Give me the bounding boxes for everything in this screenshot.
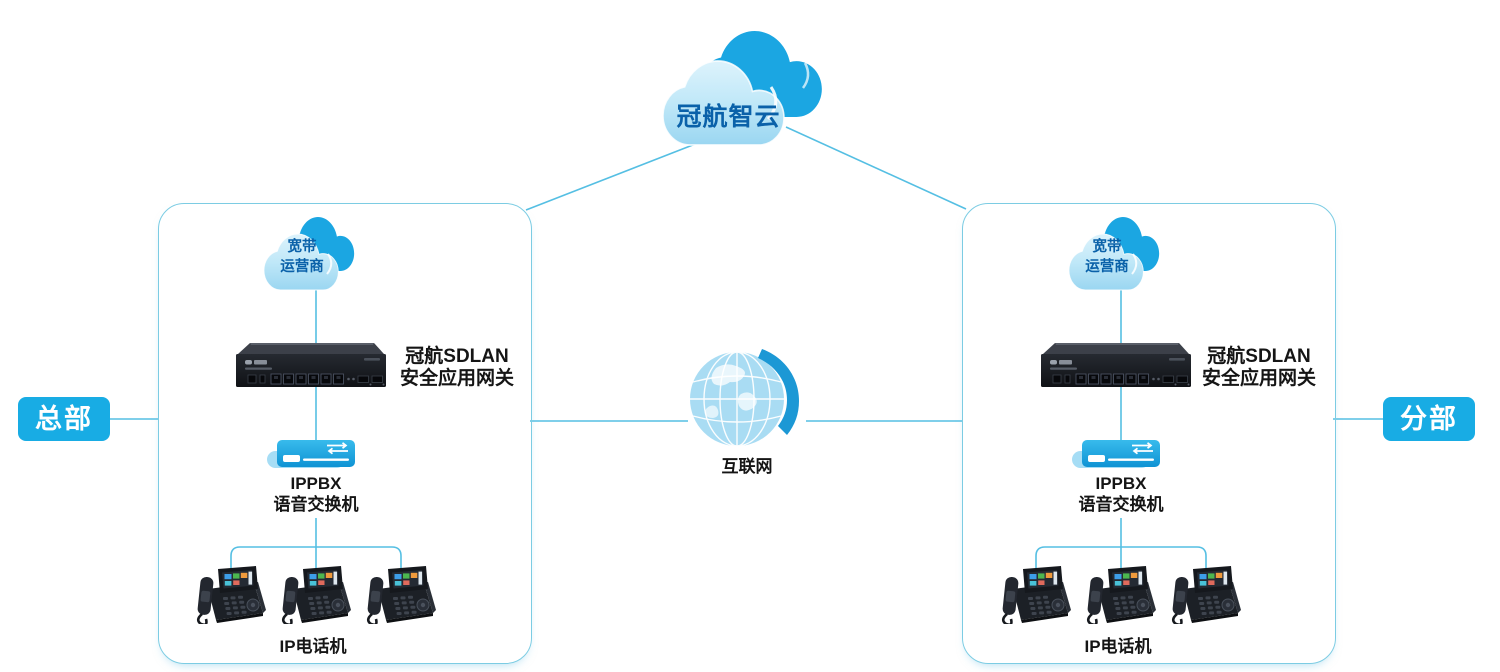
guanhang-smart-cloud: 冠航智云 [655, 25, 830, 150]
gateway-label-line1: 冠航SDLAN [1207, 346, 1311, 367]
wire-branch-phone-branch [1035, 546, 1207, 572]
ip-phone-icon [365, 564, 438, 624]
badge-headquarters: 总部 [18, 397, 110, 441]
ippbx-label-line1: IPPBX [290, 474, 342, 493]
internet-globe-icon [689, 348, 800, 447]
site-box-headquarters [158, 203, 532, 664]
gateway-label: 冠航SDLAN 安全应用网关 [1194, 346, 1324, 389]
wire-smartcloud-to-hq [525, 140, 704, 211]
isp-cloud-branch: 宽带 运营商 [1067, 212, 1177, 297]
isp-cloud-label-line2: 运营商 [280, 258, 324, 275]
badge-branch: 分部 [1383, 397, 1475, 441]
ippbx-label: IPPBX 语音交换机 [1061, 473, 1181, 515]
internet-globe [686, 346, 808, 455]
gateway-label-line1: 冠航SDLAN [405, 346, 509, 367]
sdlan-gateway-icon [235, 342, 387, 388]
cloud-icon [661, 31, 822, 147]
guanhang-cloud-label: 冠航智云 [676, 103, 781, 131]
ip-phone-icon [195, 564, 268, 624]
site-box-branch [962, 203, 1336, 664]
phones-label: IP电话机 [1084, 637, 1152, 656]
ippbx-label-line2: 语音交换机 [1078, 495, 1164, 514]
wire-hq-phone-branch [230, 546, 402, 572]
cloud-icon [1068, 217, 1160, 291]
ip-phone-icon [1085, 564, 1158, 624]
isp-cloud-label-line1: 宽带 [287, 239, 317, 255]
wire-smartcloud-to-branch [785, 126, 967, 210]
isp-cloud-label-line1: 宽带 [1092, 239, 1122, 255]
ippbx-label-line2: 语音交换机 [273, 495, 359, 514]
ippbx-label-line1: IPPBX [1095, 474, 1147, 493]
isp-cloud-label-line2: 运营商 [1085, 258, 1129, 275]
isp-cloud-headquarters: 宽带 运营商 [262, 212, 372, 297]
gateway-label-line2: 安全应用网关 [399, 367, 514, 389]
ip-phone-icon [1170, 564, 1243, 624]
cloud-icon [263, 217, 355, 291]
ip-phone-icon [280, 564, 353, 624]
ippbx-icon [266, 439, 356, 469]
phones-label: IP电话机 [279, 637, 347, 656]
ip-phone-icon [1000, 564, 1073, 624]
ippbx-icon [1071, 439, 1161, 469]
sdlan-gateway-icon [1040, 342, 1192, 388]
gateway-label-line2: 安全应用网关 [1201, 367, 1316, 389]
internet-label: 互联网 [721, 457, 773, 476]
ippbx-label: IPPBX 语音交换机 [256, 473, 376, 515]
gateway-label: 冠航SDLAN 安全应用网关 [392, 346, 522, 389]
